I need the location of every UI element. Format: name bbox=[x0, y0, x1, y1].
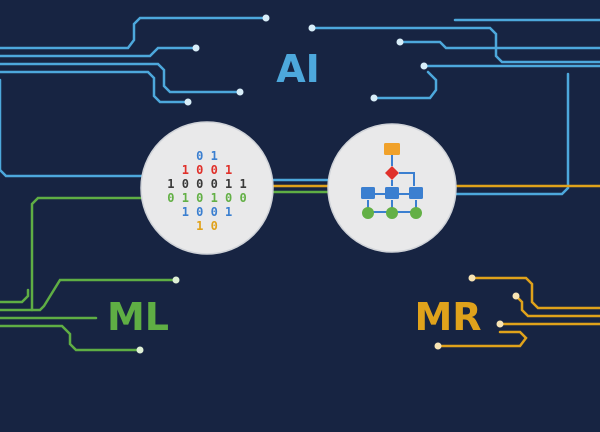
flow-process-box bbox=[361, 187, 375, 199]
mr-circuit-traces bbox=[436, 184, 600, 348]
binary-row: 0 1 bbox=[196, 149, 218, 163]
binary-data-icon: 0 1 1 0 0 1 1 0 0 0 1 1 0 1 0 1 0 0 1 0 … bbox=[167, 149, 246, 233]
binary-row: 1 0 bbox=[196, 219, 218, 233]
mr-circuit-endpoints bbox=[434, 274, 520, 350]
flow-process-box bbox=[409, 187, 423, 199]
mr-label: MR bbox=[414, 295, 481, 339]
flow-start-box bbox=[384, 143, 400, 155]
binary-row: 1 0 0 1 bbox=[182, 163, 233, 177]
ai-circuit-traces bbox=[0, 16, 600, 196]
ai-label: AI bbox=[276, 47, 320, 91]
flow-process-box bbox=[385, 187, 399, 199]
binary-row: 0 1 0 1 0 0 bbox=[167, 191, 246, 205]
node-links bbox=[272, 178, 328, 194]
ai-circuit-endpoints bbox=[184, 14, 428, 106]
flowchart-node bbox=[327, 123, 457, 253]
flowchart-icon bbox=[361, 143, 423, 219]
binary-data-node: 0 1 1 0 0 1 1 0 0 0 1 1 0 1 0 1 0 0 1 0 … bbox=[140, 121, 274, 255]
binary-row: 1 0 0 1 bbox=[182, 205, 233, 219]
ml-label: ML bbox=[107, 295, 169, 339]
ml-circuit-endpoints bbox=[136, 276, 180, 354]
flow-end-node bbox=[386, 207, 398, 219]
ml-circuit-traces bbox=[0, 196, 178, 352]
binary-row: 1 0 0 0 1 1 bbox=[167, 177, 246, 191]
flow-decision-diamond bbox=[385, 166, 399, 180]
flow-end-node bbox=[410, 207, 422, 219]
flow-end-node bbox=[362, 207, 374, 219]
